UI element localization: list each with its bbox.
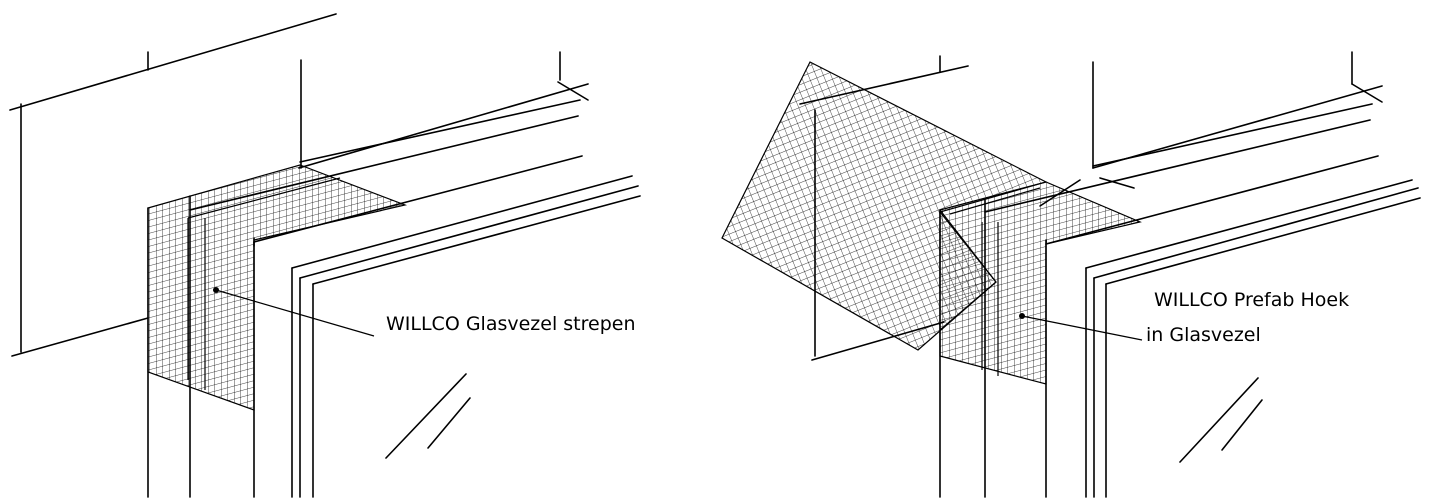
- right-drawing: WILLCO Prefab Hoek in Glasvezel: [721, 51, 1421, 498]
- right-label-line2: in Glasvezel: [1146, 324, 1261, 346]
- left-drawing: WILLCO Glasvezel strepen: [9, 13, 641, 498]
- left-leader: [213, 287, 375, 337]
- left-mesh-strip: [147, 164, 408, 411]
- right-leader: [1019, 313, 1143, 341]
- left-wall-outline: [9, 13, 589, 357]
- left-label: WILLCO Glasvezel strepen: [386, 313, 636, 335]
- right-mesh-corner: [939, 181, 1142, 385]
- right-label-line1: WILLCO Prefab Hoek: [1154, 289, 1349, 311]
- right-glass-reflection: [1179, 377, 1263, 463]
- left-glass-reflection: [385, 373, 471, 459]
